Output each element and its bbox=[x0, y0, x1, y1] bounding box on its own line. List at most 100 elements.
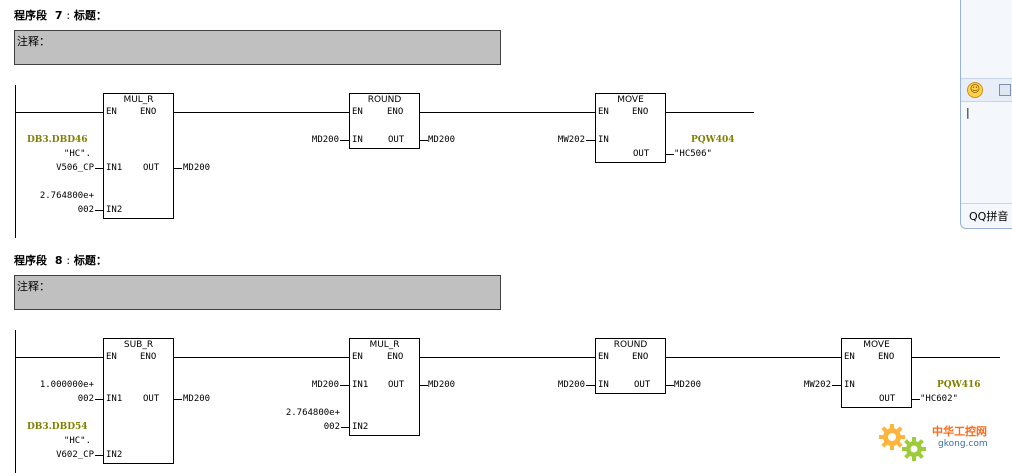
wire bbox=[912, 399, 920, 400]
operand-input[interactable]: MW202 bbox=[803, 380, 831, 390]
pin-en: EN bbox=[106, 352, 117, 362]
pin-in2: IN2 bbox=[106, 205, 123, 215]
pin-out: OUT bbox=[634, 380, 651, 390]
operand-symbol[interactable]: V506_CP bbox=[56, 163, 94, 173]
qq-pinyin-label[interactable]: QQ拼音 bbox=[969, 210, 1009, 223]
pin-eno: ENO bbox=[632, 107, 649, 117]
pin-out: OUT bbox=[879, 394, 896, 404]
wire bbox=[666, 154, 674, 155]
block-title: ROUND bbox=[367, 95, 402, 105]
pin-en: EN bbox=[106, 107, 117, 117]
operand-address[interactable]: DB3.DBD54 bbox=[27, 422, 88, 432]
block-title: SUB_R bbox=[123, 340, 154, 350]
qq-input-panel[interactable]: ☺ | QQ拼音 bbox=[960, 0, 1012, 229]
wire bbox=[832, 385, 841, 386]
round-block[interactable] bbox=[595, 338, 666, 394]
wire bbox=[420, 140, 428, 141]
operand-address[interactable]: PQW404 bbox=[691, 135, 735, 145]
wire bbox=[95, 168, 103, 169]
pin-eno: ENO bbox=[387, 107, 404, 117]
comment-label: 注释： bbox=[17, 35, 50, 48]
network-label: 程序段 bbox=[14, 254, 47, 267]
pin-out: OUT bbox=[143, 163, 160, 173]
wire bbox=[666, 112, 754, 113]
operand-constant[interactable]: 2.764800e+ bbox=[39, 191, 94, 201]
pin-out: OUT bbox=[388, 135, 405, 145]
wire bbox=[586, 385, 595, 386]
wire bbox=[95, 455, 103, 456]
text-cursor[interactable]: | bbox=[966, 106, 970, 119]
operand-symbol[interactable]: "HC". bbox=[63, 436, 91, 446]
pin-eno: ENO bbox=[140, 352, 157, 362]
operand-output[interactable]: MD200 bbox=[428, 135, 456, 145]
watermark: 中华工控网 gkong.com bbox=[876, 421, 1010, 471]
wire bbox=[420, 112, 595, 113]
pin-eno: ENO bbox=[140, 107, 157, 117]
operand-address[interactable]: DB3.DBD46 bbox=[27, 135, 88, 145]
network-number: 7 bbox=[54, 9, 63, 22]
pin-en: EN bbox=[352, 352, 363, 362]
mul-r-block[interactable] bbox=[103, 93, 174, 219]
operand-constant[interactable]: 002 bbox=[323, 422, 340, 432]
pin-in2: IN2 bbox=[106, 450, 123, 460]
operand-input[interactable]: MD200 bbox=[557, 380, 585, 390]
wire bbox=[420, 385, 428, 386]
wire bbox=[15, 357, 103, 358]
sub-r-block[interactable] bbox=[103, 338, 174, 464]
wire bbox=[15, 112, 103, 113]
operand-constant[interactable]: 002 bbox=[77, 205, 94, 215]
network-8-header[interactable]: 程序段 8 : 标题： bbox=[14, 252, 107, 268]
wire bbox=[174, 357, 349, 358]
mul-r-block[interactable] bbox=[349, 338, 420, 436]
wire bbox=[174, 168, 182, 169]
network-title: 标题： bbox=[73, 254, 107, 267]
wire bbox=[666, 385, 674, 386]
pin-en: EN bbox=[844, 352, 855, 362]
operand-constant[interactable]: 2.764800e+ bbox=[285, 408, 340, 418]
operand-symbol[interactable]: "HC". bbox=[63, 149, 91, 159]
wire bbox=[340, 140, 349, 141]
pin-in: IN bbox=[598, 135, 609, 145]
operand-input[interactable]: MD200 bbox=[311, 135, 339, 145]
move-block[interactable] bbox=[841, 338, 912, 408]
round-block[interactable] bbox=[349, 93, 420, 149]
move-block[interactable] bbox=[595, 93, 666, 163]
operand-input[interactable]: MD200 bbox=[311, 380, 339, 390]
operand-output[interactable]: MD200 bbox=[428, 380, 456, 390]
network-colon: : bbox=[66, 254, 71, 267]
operand-constant[interactable]: 1.000000e+ bbox=[39, 380, 94, 390]
qq-toolbar: ☺ bbox=[961, 78, 1012, 102]
wire bbox=[586, 140, 595, 141]
network-7-header[interactable]: 程序段 7 : 标题： bbox=[14, 7, 107, 23]
network-8-comment-box[interactable]: 注释： bbox=[14, 275, 501, 310]
operand-symbol[interactable]: "HC602" bbox=[920, 394, 958, 404]
pin-en: EN bbox=[598, 107, 609, 117]
divider bbox=[961, 203, 1012, 204]
pin-en: EN bbox=[598, 352, 609, 362]
pin-in1: IN1 bbox=[106, 163, 123, 173]
operand-symbol[interactable]: "HC506" bbox=[674, 149, 712, 159]
network-title: 标题： bbox=[73, 9, 107, 22]
operand-output[interactable]: MD200 bbox=[674, 380, 702, 390]
network-number: 8 bbox=[54, 254, 63, 267]
wire bbox=[95, 399, 103, 400]
wire bbox=[95, 210, 103, 211]
smile-icon[interactable]: ☺ bbox=[967, 82, 983, 98]
operand-constant[interactable]: 002 bbox=[77, 394, 94, 404]
operand-symbol[interactable]: V602_CP bbox=[56, 450, 94, 460]
pin-out: OUT bbox=[388, 380, 405, 390]
operand-input[interactable]: MW202 bbox=[557, 135, 585, 145]
pin-in2: IN2 bbox=[352, 422, 369, 432]
block-title: MUL_R bbox=[369, 340, 400, 350]
pin-in: IN bbox=[352, 135, 363, 145]
wire bbox=[666, 357, 841, 358]
network-7-comment-box[interactable]: 注释： bbox=[14, 30, 501, 65]
block-title: MOVE bbox=[863, 340, 890, 350]
comment-label: 注释： bbox=[17, 280, 50, 293]
operand-output[interactable]: MD200 bbox=[183, 163, 211, 173]
keyboard-icon[interactable] bbox=[999, 84, 1011, 96]
wire bbox=[340, 385, 349, 386]
operand-output[interactable]: MD200 bbox=[183, 394, 211, 404]
power-rail bbox=[15, 85, 16, 238]
operand-address[interactable]: PQW416 bbox=[937, 380, 981, 390]
